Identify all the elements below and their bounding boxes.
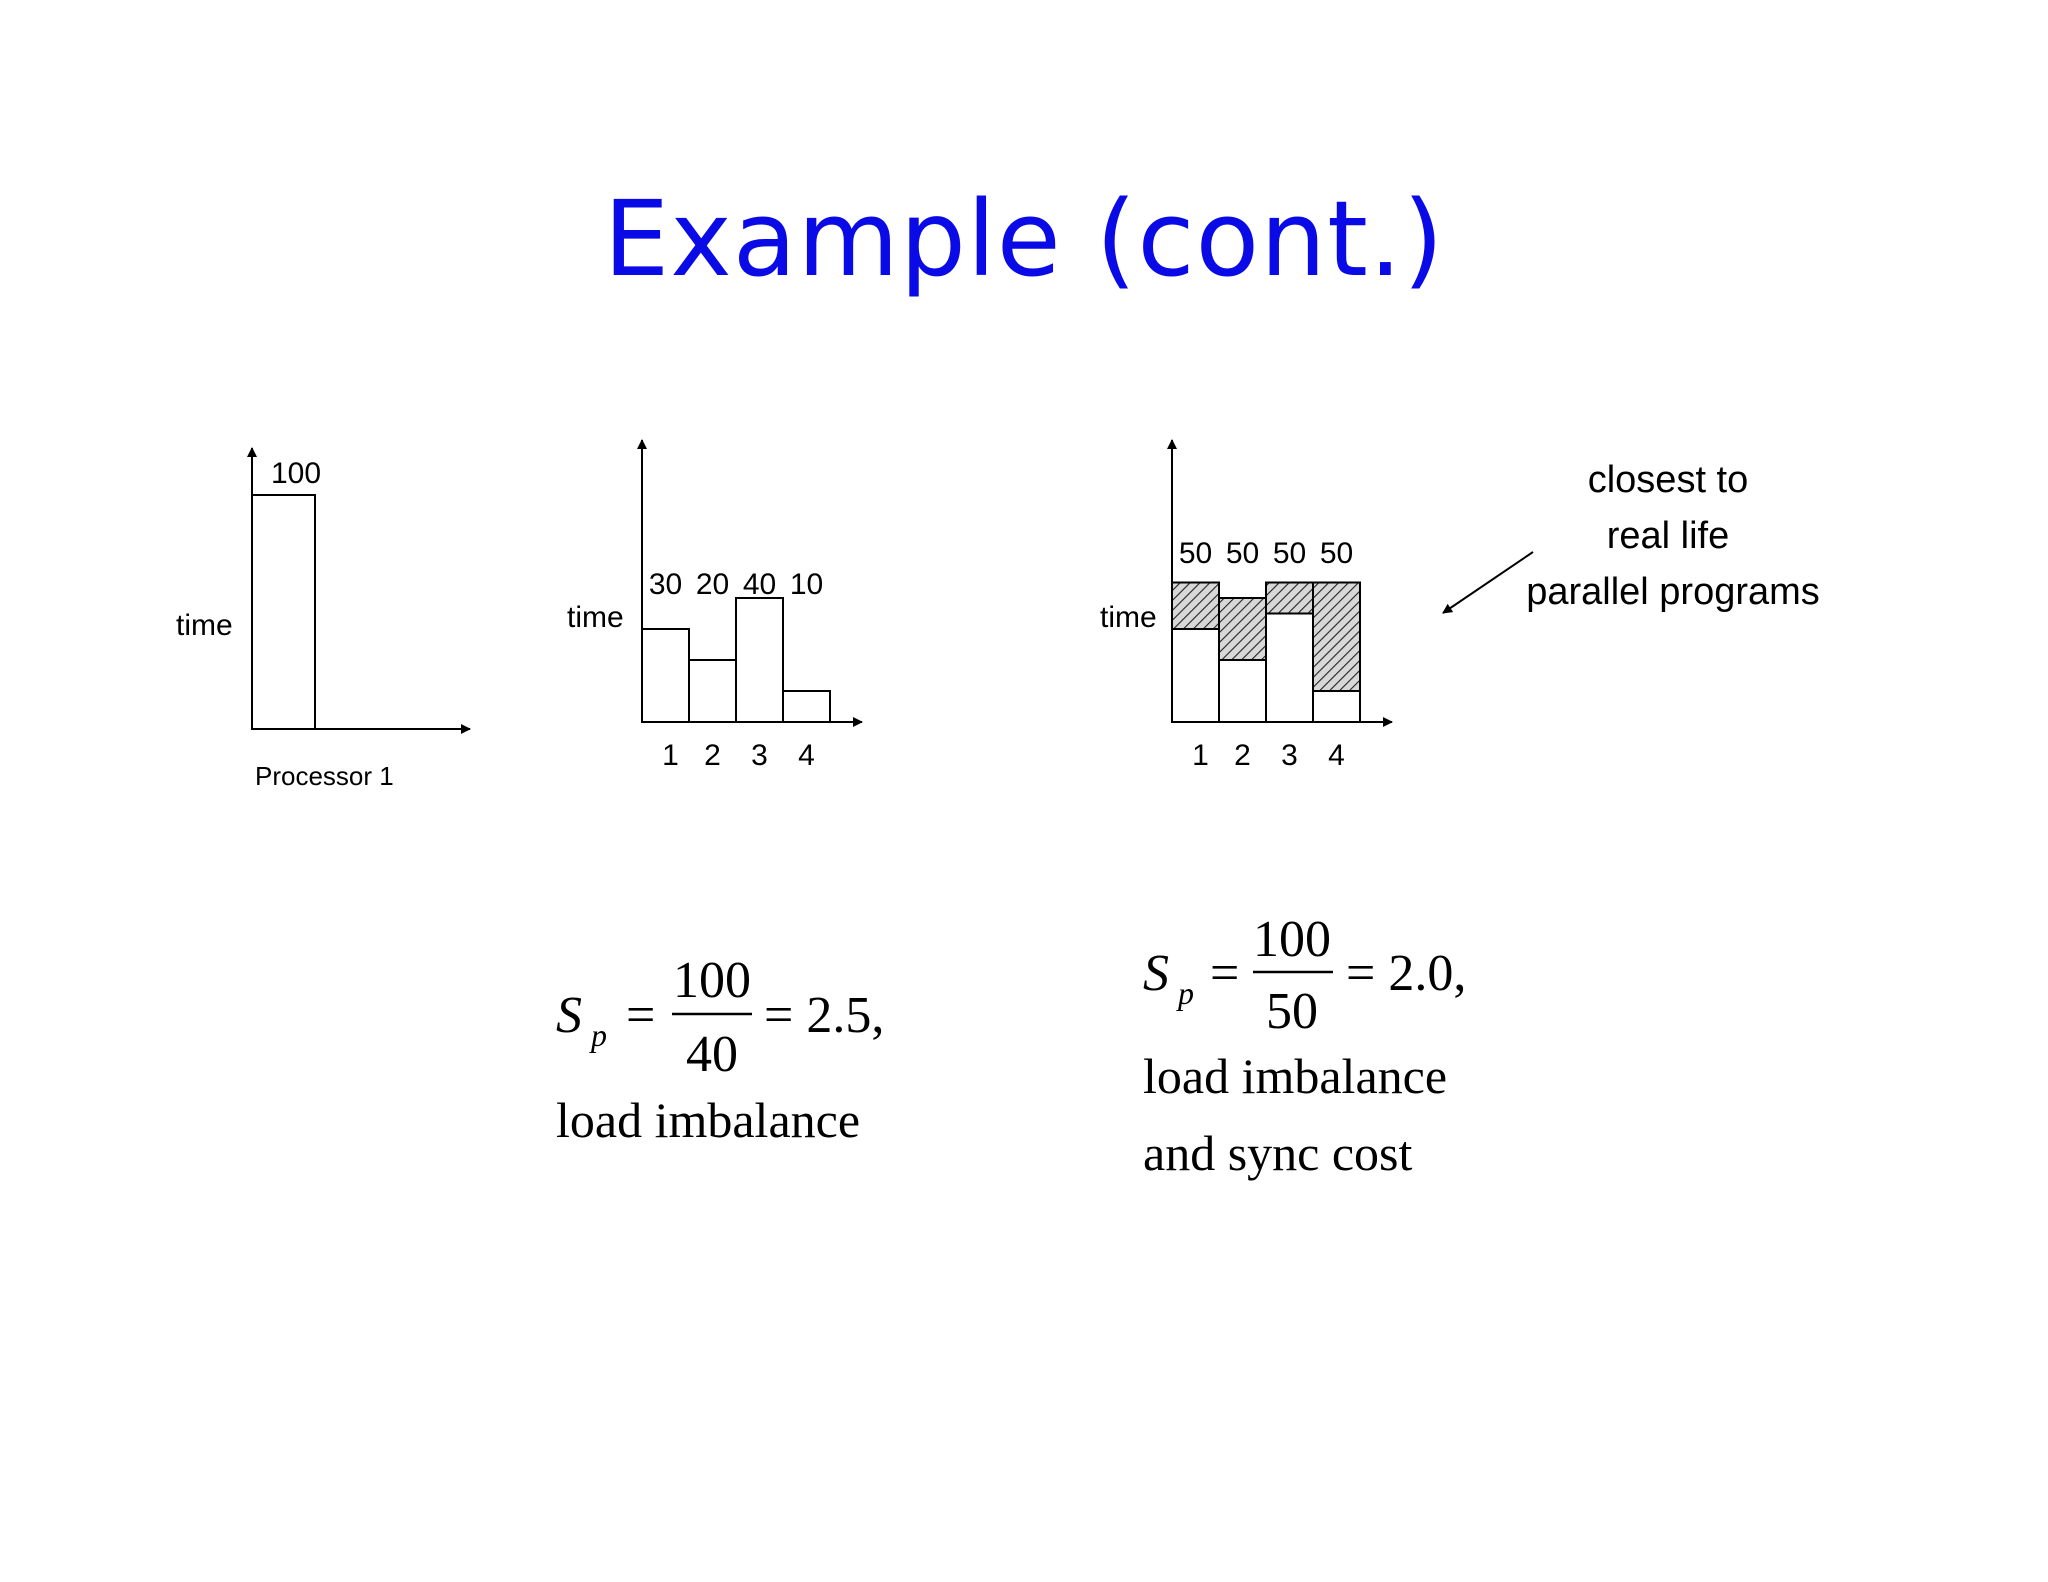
formula-1: S p = 100 40 = 2.5, load imbalance bbox=[556, 952, 884, 1148]
chart-four-processors: 30 1 20 2 40 3 10 4 time bbox=[567, 439, 863, 772]
annotation-line-3: parallel programs bbox=[1526, 571, 1820, 613]
chart-2-tick-label-3: 3 bbox=[1281, 739, 1298, 772]
chart-2-value-label-2: 50 bbox=[1226, 537, 1259, 570]
slide-title: Example (cont.) bbox=[603, 178, 1445, 300]
annotation: closest to real life parallel programs bbox=[1442, 459, 1820, 614]
chart-2-sync-bar-3 bbox=[1265, 581, 1314, 615]
chart-0-bar-1 bbox=[251, 494, 316, 730]
chart-1-tick-label-1: 1 bbox=[662, 739, 679, 772]
chart-1-value-label-4: 10 bbox=[790, 568, 823, 601]
formula-2-numerator: 100 bbox=[1253, 911, 1331, 968]
chart-0-xlabel: Processor 1 bbox=[255, 761, 394, 791]
chart-1-ylabel: time bbox=[567, 601, 624, 634]
formula-2: S p = 100 50 = 2.0, load imbalance and s… bbox=[1143, 911, 1466, 1181]
formula-2-note-1: load imbalance bbox=[1143, 1048, 1447, 1104]
chart-2-tick-label-4: 4 bbox=[1328, 739, 1345, 772]
chart-2-sync-bar-4 bbox=[1312, 581, 1361, 692]
chart-2-tick-label-1: 1 bbox=[1192, 739, 1209, 772]
chart-2-sync-bar-2 bbox=[1218, 597, 1267, 661]
chart-1-bar-2 bbox=[688, 659, 737, 723]
chart-2-bar-4 bbox=[1312, 690, 1361, 723]
formula-2-result: = 2.0, bbox=[1346, 945, 1466, 1002]
formula-2-equals: = bbox=[1210, 945, 1239, 1002]
chart-1-bar-1 bbox=[641, 628, 690, 723]
chart-single-processor: 100 time Processor 1 bbox=[176, 447, 471, 791]
chart-2-ylabel: time bbox=[1100, 601, 1157, 634]
chart-1-value-label-1: 30 bbox=[649, 568, 682, 601]
formula-1-result: = 2.5, bbox=[764, 987, 884, 1044]
annotation-line-1: closest to bbox=[1588, 459, 1749, 501]
formula-1-denominator: 40 bbox=[686, 1026, 738, 1083]
chart-1-tick-label-2: 2 bbox=[704, 739, 721, 772]
annotation-line-2: real life bbox=[1607, 515, 1730, 557]
chart-1-tick-label-3: 3 bbox=[751, 739, 768, 772]
chart-2-tick-label-2: 2 bbox=[1234, 739, 1251, 772]
formula-1-lhs: S bbox=[556, 987, 582, 1044]
chart-1-tick-label-4: 4 bbox=[798, 739, 815, 772]
chart-0-value-label-1: 100 bbox=[271, 457, 321, 490]
chart-2-bar-3 bbox=[1265, 612, 1314, 723]
chart-0-ylabel: time bbox=[176, 609, 233, 642]
formula-1-equals: = bbox=[626, 987, 655, 1044]
chart-2-sync-bar-1 bbox=[1171, 581, 1220, 630]
formula-2-sub: p bbox=[1176, 975, 1194, 1011]
formula-2-denominator: 50 bbox=[1266, 983, 1318, 1040]
formula-2-note-2: and sync cost bbox=[1143, 1125, 1412, 1181]
chart-2-bar-1 bbox=[1171, 628, 1220, 723]
formula-1-sub: p bbox=[589, 1017, 607, 1053]
chart-1-bar-3 bbox=[735, 597, 784, 723]
chart-2-value-label-1: 50 bbox=[1179, 537, 1212, 570]
chart-2-value-label-3: 50 bbox=[1273, 537, 1306, 570]
chart-1-value-label-3: 40 bbox=[743, 568, 776, 601]
formula-1-numerator: 100 bbox=[673, 952, 751, 1009]
chart-1-value-label-2: 20 bbox=[696, 568, 729, 601]
formula-2-lhs: S bbox=[1143, 945, 1169, 1002]
chart-four-processors-sync: 50 1 50 2 50 3 50 4 time bbox=[1100, 439, 1393, 772]
annotation-arrow bbox=[1442, 551, 1534, 614]
formula-1-note-1: load imbalance bbox=[556, 1092, 860, 1148]
chart-2-bar-2 bbox=[1218, 659, 1267, 723]
chart-1-bar-4 bbox=[782, 690, 831, 723]
chart-2-value-label-4: 50 bbox=[1320, 537, 1353, 570]
